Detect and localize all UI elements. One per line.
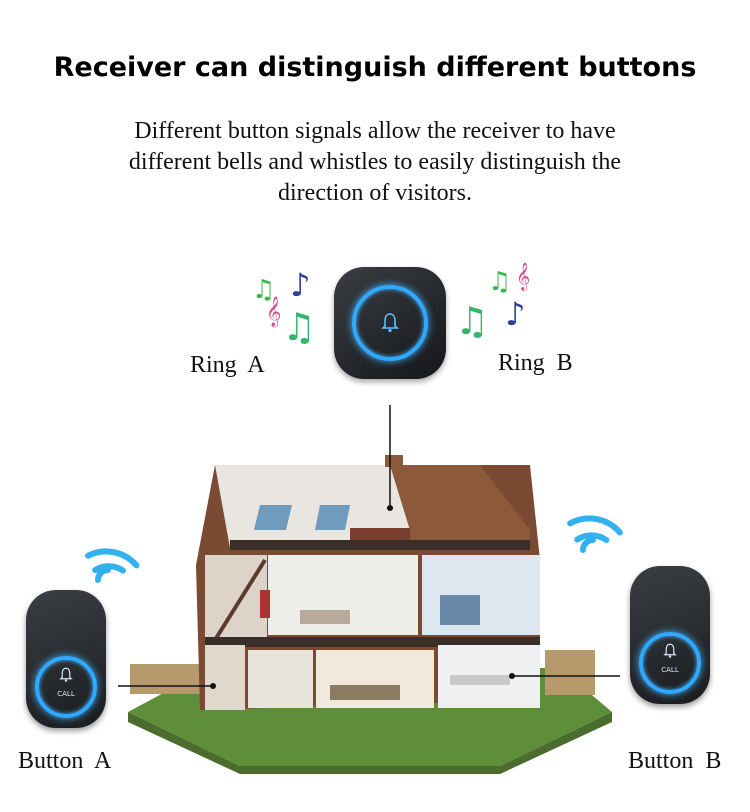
button-a-device: CALL [26,590,106,728]
bell-icon [59,667,73,682]
svg-text:♫: ♫ [488,267,511,297]
svg-text:♫: ♫ [455,299,489,343]
svg-text:𝄞: 𝄞 [516,262,530,291]
svg-text:♫: ♫ [282,305,316,349]
wifi-signal-icon [85,548,140,583]
wifi-signal-icon [567,515,623,553]
svg-text:𝄞: 𝄞 [266,296,281,328]
music-notes-icon: ♫ ♪ 𝄞 ♫ [252,266,316,349]
call-label: CALL [57,690,75,698]
svg-text:♫: ♫ [252,275,275,305]
description: Different button signals allow the recei… [128,118,622,206]
receiver-light-ring [352,285,428,361]
page-title: Receiver can distinguish different butto… [53,52,697,83]
call-label: CALL [661,666,679,674]
button-b-label: Button B [628,748,722,774]
button-a-label: Button A [18,748,112,774]
receiver-device [334,267,446,379]
button-b-light-ring [639,632,701,694]
fence-left [130,664,210,694]
fence-right [545,650,595,695]
ring-b-label: Ring B [498,350,573,376]
svg-text:♪: ♪ [290,266,310,304]
bell-icon [381,313,399,333]
ground-room-1 [248,650,313,708]
svg-text:♪: ♪ [505,295,525,333]
music-notes-icon: ♫ 𝄞 ♫ ♪ [455,262,530,343]
button-b-device: CALL [630,566,710,704]
button-a-light-ring [35,656,97,718]
ring-a-label: Ring A [190,352,265,378]
middle-room-right [422,555,540,635]
bell-icon [663,643,677,658]
